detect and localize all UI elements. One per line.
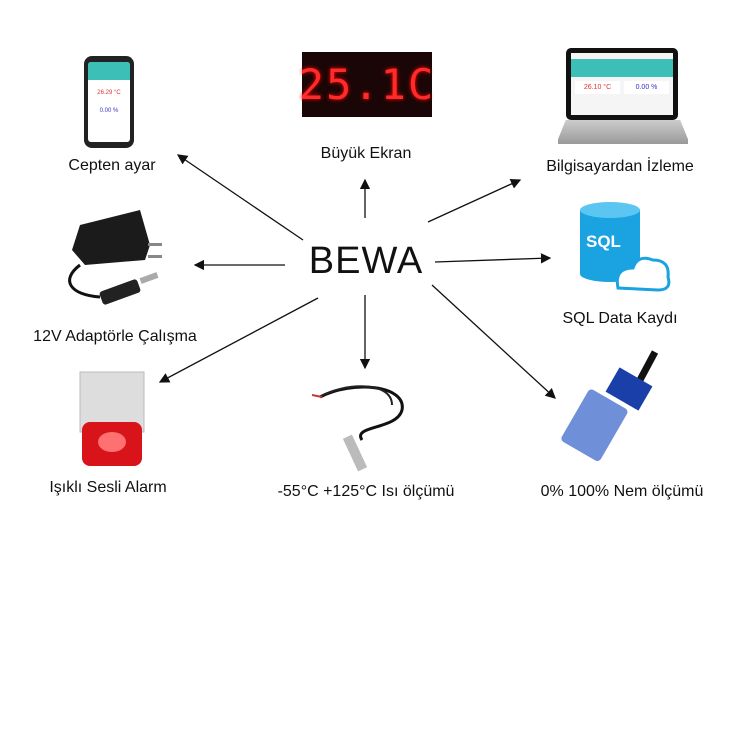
sql-database-icon: SQL: [578, 202, 673, 294]
bewa-center-label: BEWA: [308, 240, 424, 282]
led-display-icon: 25.1C: [299, 52, 433, 117]
arrow-phone: [176, 154, 304, 241]
node-label-phone: Cepten ayar: [68, 157, 156, 174]
node-label-laptop: Bilgisayardan İzleme: [546, 158, 694, 175]
node-label-sql: SQL Data Kaydı: [562, 310, 678, 327]
node-label-alarm: Işıklı Sesli Alarm: [49, 479, 167, 496]
phone-hum: 0.00 %: [99, 108, 119, 114]
node-label-adapter: 12V Adaptörle Çalışma: [33, 328, 197, 345]
alarm-siren-icon: [79, 371, 145, 466]
arrow-alarm: [158, 297, 319, 383]
arrow-laptop: [427, 179, 522, 223]
laptop-temp: 26.10 °C: [575, 81, 620, 94]
node-label-humidity: 0% 100% Nem ölçümü: [540, 483, 704, 500]
laptop-hum: 0.00 %: [624, 81, 669, 94]
laptop-icon: 26.10 °C 0.00 %: [566, 48, 678, 120]
arrow-humidity: [431, 284, 556, 399]
adapter-icon: [68, 210, 162, 305]
phone-temp: 26.29 °C: [97, 90, 121, 96]
arrow-sql: [434, 253, 552, 264]
humidity-sensor-icon: [561, 350, 659, 462]
node-label-display: Büyük Ekran: [320, 145, 412, 162]
phone-icon: 26.29 °C 0.00 %: [84, 56, 134, 148]
laptop-base: [558, 120, 688, 144]
temperature-probe-icon: [312, 385, 404, 472]
sql-badge: SQL: [586, 232, 621, 251]
node-label-probe: -55°C +125°C Isı ölçümü: [277, 483, 455, 500]
